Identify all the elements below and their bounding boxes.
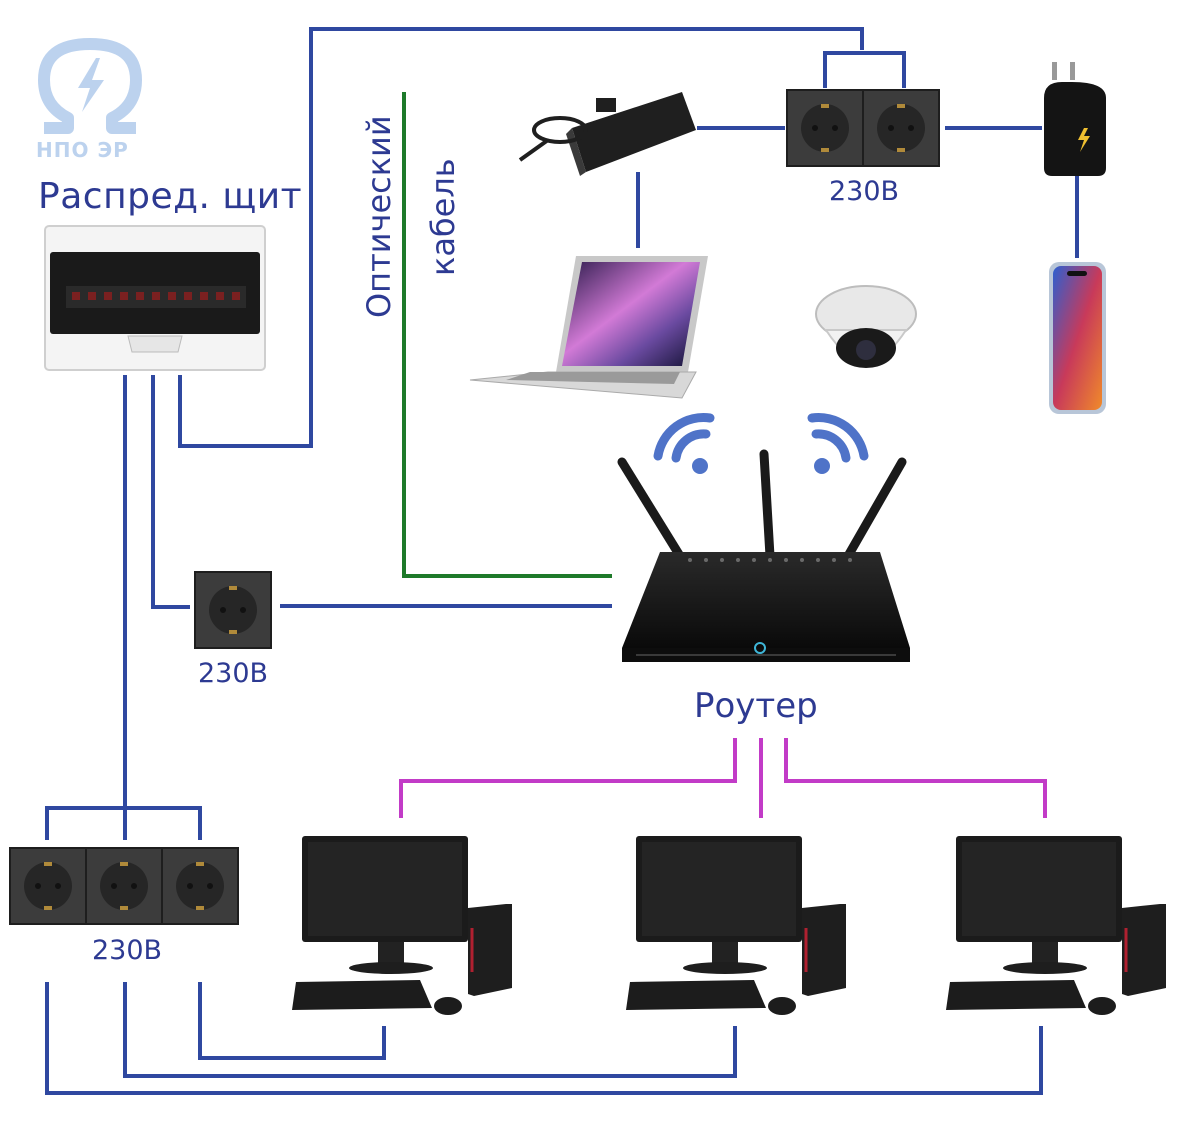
- smartphone: [1049, 262, 1106, 414]
- omega-lightning-icon: [38, 38, 142, 134]
- distribution-panel: [44, 225, 266, 371]
- socket-mid: [194, 571, 272, 649]
- double-socket-top: [786, 89, 940, 167]
- power-lines: [45, 27, 1079, 1095]
- panel-to-top-socket-line: [178, 27, 864, 448]
- desktop-pc-1: [292, 836, 512, 1015]
- socket-voltage-label-mid: 230В: [198, 658, 269, 689]
- socket-voltage-label-bottom: 230В: [92, 935, 163, 966]
- wifi-router: [617, 449, 910, 662]
- distribution-panel-label: Распред. щит: [38, 176, 303, 217]
- optical-cable-line: [402, 92, 612, 578]
- desktop-pc-2: [626, 836, 846, 1015]
- ethernet-lines: [399, 738, 1047, 818]
- wifi-right-icon: [807, 413, 869, 474]
- power-adapter: [518, 92, 696, 176]
- socket-to-pc2-line: [123, 982, 737, 1078]
- socket-to-pc1-line: [198, 982, 386, 1060]
- desktop-pc-3: [946, 836, 1166, 1015]
- usb-charger: [1044, 62, 1106, 176]
- dome-camera: [815, 285, 917, 368]
- router-to-pc1-line: [399, 738, 737, 818]
- triple-socket: [9, 847, 239, 925]
- socket-to-pc3-line: [45, 982, 1043, 1095]
- router-to-pc3-line: [784, 738, 1047, 818]
- optical-cable-label-line2: кабель: [424, 158, 462, 276]
- router-label: Роутер: [694, 686, 818, 726]
- wifi-left-icon: [653, 413, 715, 474]
- socket-voltage-label-top: 230В: [829, 176, 900, 207]
- laptop: [469, 256, 708, 399]
- brand-name: НПО ЭР: [36, 138, 129, 162]
- optical-cable-label-line1: Оптический: [360, 115, 398, 318]
- panel-to-mid-socket-line: [151, 375, 190, 609]
- top-socket-bracket: [823, 51, 906, 88]
- triple-socket-bracket: [45, 806, 202, 840]
